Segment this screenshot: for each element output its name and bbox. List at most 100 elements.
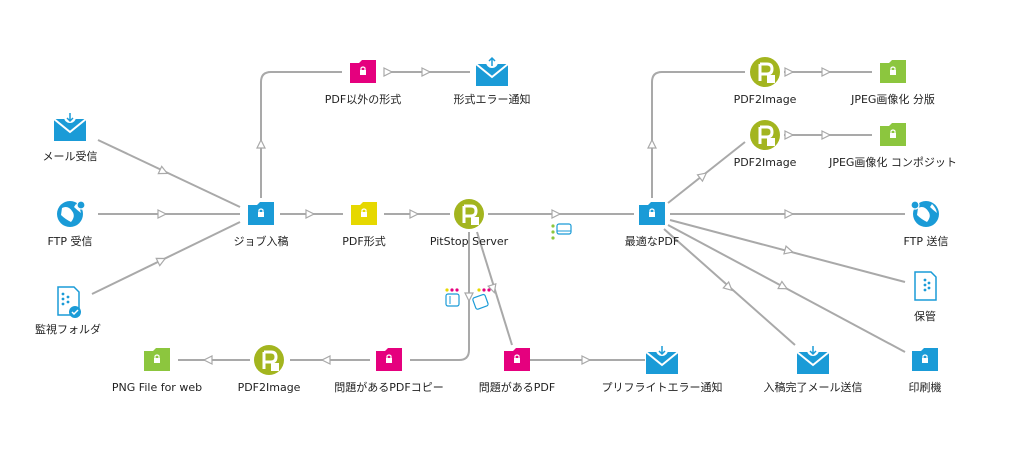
connectors bbox=[91, 71, 906, 361]
node-png-for-web[interactable]: PNG File for web bbox=[112, 348, 202, 394]
node-non-pdf[interactable]: PDF以外の形式 bbox=[325, 60, 401, 106]
node-label: PDF以外の形式 bbox=[325, 93, 401, 106]
node-intake-done-mail[interactable]: 入稿完了メール送信 bbox=[764, 344, 863, 394]
mail-download-icon bbox=[645, 344, 679, 374]
arrowhead bbox=[777, 280, 789, 290]
folder-icon bbox=[376, 348, 402, 371]
pitstop-success-glyph bbox=[551, 223, 572, 240]
folder-icon bbox=[880, 123, 906, 146]
node-label: メール受信 bbox=[43, 150, 98, 163]
arrowhead bbox=[784, 130, 795, 140]
node-label: PDF2Image bbox=[238, 381, 301, 394]
mail-download-icon bbox=[796, 344, 830, 374]
folder-icon bbox=[144, 348, 170, 371]
arrowhead bbox=[821, 130, 832, 140]
node-label: プリフライトエラー通知 bbox=[602, 380, 723, 394]
folder-icon bbox=[248, 202, 274, 225]
arrowhead bbox=[581, 355, 592, 365]
folder-icon bbox=[912, 348, 938, 371]
node-archive[interactable]: 保管 bbox=[914, 271, 937, 323]
node-label: JPEG画像化 コンポジット bbox=[828, 155, 957, 169]
node-mail-receive[interactable]: メール受信 bbox=[43, 111, 98, 163]
node-job-intake[interactable]: ジョブ入稿 bbox=[234, 202, 289, 248]
node-label: FTP 送信 bbox=[904, 234, 949, 248]
node-label: PNG File for web bbox=[112, 381, 202, 394]
connector-mail-to-intake bbox=[97, 139, 241, 208]
node-pdf2image-mid[interactable]: PDF2Image bbox=[734, 120, 797, 169]
node-format-error-notify[interactable]: 形式エラー通知 bbox=[454, 56, 531, 106]
arrowhead bbox=[696, 172, 708, 183]
node-pitstop-server[interactable]: PitStop Server bbox=[430, 199, 509, 248]
node-jpeg-separation[interactable]: JPEG画像化 分版 bbox=[850, 60, 935, 106]
pdf2image-icon bbox=[750, 120, 780, 150]
arrowhead bbox=[464, 292, 474, 303]
arrowhead bbox=[722, 280, 733, 292]
node-label: 監視フォルダ bbox=[35, 322, 101, 336]
folder-icon bbox=[880, 60, 906, 83]
arrowhead bbox=[784, 209, 795, 219]
node-label: PDF形式 bbox=[342, 235, 385, 248]
connector-optimal-to-pdf2image-top bbox=[651, 71, 745, 198]
arrowhead bbox=[157, 209, 168, 219]
node-pdf2image-bottom[interactable]: PDF2Image bbox=[238, 345, 301, 394]
mail-download-icon bbox=[53, 111, 87, 141]
arrowhead bbox=[421, 67, 432, 77]
connector-pitstop-to-problemcopy bbox=[410, 232, 470, 361]
pdf2image-icon bbox=[254, 345, 284, 375]
globe-upload-icon bbox=[910, 200, 939, 227]
node-label: ジョブ入稿 bbox=[234, 234, 289, 248]
node-label: JPEG画像化 分版 bbox=[850, 92, 935, 106]
node-pdf-format[interactable]: PDF形式 bbox=[342, 202, 386, 248]
arrowhead bbox=[320, 355, 331, 365]
node-problem-pdf-copy[interactable]: 問題があるPDFコピー bbox=[334, 348, 444, 394]
arrowhead bbox=[383, 67, 394, 77]
arrowhead bbox=[409, 209, 420, 219]
arrowhead bbox=[551, 209, 562, 219]
node-watch-folder[interactable]: 監視フォルダ bbox=[35, 286, 101, 336]
node-label: PDF2Image bbox=[734, 93, 797, 106]
arrowhead bbox=[821, 67, 832, 77]
arrowhead bbox=[305, 209, 316, 219]
arrowhead bbox=[256, 138, 266, 149]
watch-folder-icon bbox=[57, 286, 81, 318]
node-jpeg-composite[interactable]: JPEG画像化 コンポジット bbox=[828, 123, 957, 169]
folder-icon bbox=[639, 202, 665, 225]
node-label: 形式エラー通知 bbox=[454, 92, 531, 106]
node-label: FTP 受信 bbox=[48, 235, 93, 248]
pitstop-warning-glyph-problem bbox=[472, 288, 491, 310]
mail-upload-icon bbox=[475, 56, 509, 86]
node-optimal-pdf[interactable]: 最適なPDF bbox=[625, 202, 679, 248]
node-label: 最適なPDF bbox=[625, 234, 679, 248]
folder-icon bbox=[350, 60, 376, 83]
node-problem-pdf[interactable]: 問題があるPDF bbox=[479, 348, 555, 394]
globe-download-icon bbox=[57, 200, 86, 227]
node-label: 問題があるPDF bbox=[479, 380, 555, 394]
pitstop-icon bbox=[454, 199, 484, 229]
node-pdf2image-top[interactable]: PDF2Image bbox=[734, 57, 797, 106]
node-ftp-receive[interactable]: FTP 受信 bbox=[48, 200, 93, 248]
arrowhead bbox=[784, 67, 795, 77]
node-label: PDF2Image bbox=[734, 156, 797, 169]
arrowhead bbox=[157, 165, 169, 175]
archive-icon bbox=[914, 271, 937, 301]
node-printer[interactable]: 印刷機 bbox=[909, 348, 942, 394]
pdf2image-icon bbox=[750, 57, 780, 87]
folder-icon bbox=[351, 202, 377, 225]
arrowhead bbox=[487, 282, 497, 294]
connector-intake-to-nonpdf bbox=[260, 71, 342, 198]
node-label: 入稿完了メール送信 bbox=[764, 380, 863, 394]
node-ftp-send[interactable]: FTP 送信 bbox=[904, 200, 949, 248]
arrowhead bbox=[202, 355, 213, 365]
arrowhead bbox=[783, 245, 795, 255]
arrowhead bbox=[155, 257, 167, 267]
node-label: 印刷機 bbox=[909, 380, 942, 394]
node-label: PitStop Server bbox=[430, 235, 509, 248]
node-label: 問題があるPDFコピー bbox=[334, 380, 443, 394]
node-label: 保管 bbox=[914, 309, 936, 323]
node-preflight-error[interactable]: プリフライトエラー通知 bbox=[602, 344, 723, 394]
arrowhead bbox=[647, 138, 657, 149]
pitstop-warning-glyph-copy bbox=[445, 288, 460, 307]
folder-icon bbox=[504, 348, 530, 371]
arrowheads bbox=[155, 67, 832, 365]
